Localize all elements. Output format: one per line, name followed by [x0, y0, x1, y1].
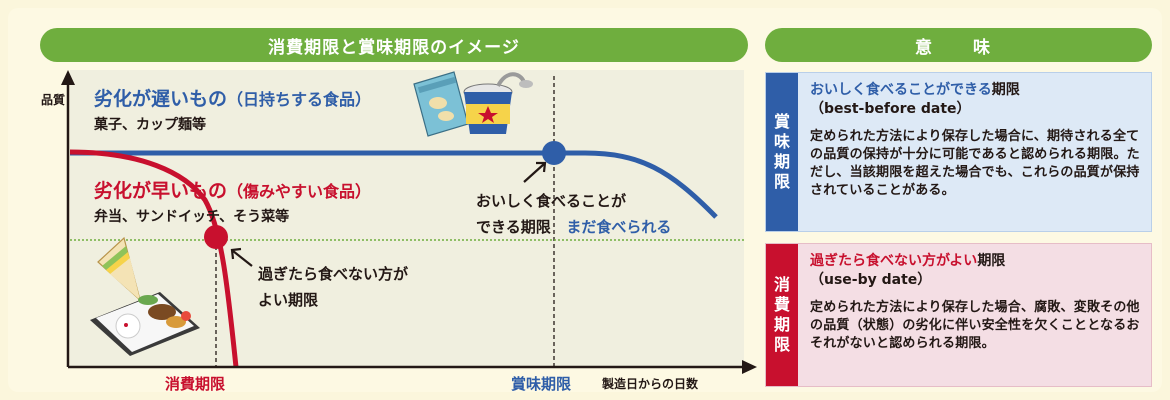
best-before-tag-char: 味 [773, 132, 790, 151]
best-before-tag: 賞 味 期 限 [766, 73, 798, 231]
use-by-heading-colored: 過ぎたら食べない方がよい [810, 253, 978, 269]
y-axis-label: 品質 [41, 93, 66, 107]
left-header: 消費期限と賞味期限のイメージ [40, 28, 748, 62]
use-by-heading: 過ぎたら食べない方がよい期限 （use-by date） [810, 252, 1145, 290]
slow-degradation-title: 劣化が遅いもの（日持ちする食品） [94, 84, 371, 111]
best-before-note: おいしく食べることが できる期限 まだ食べられる [476, 188, 671, 240]
use-by-marker [204, 225, 228, 249]
best-before-note-line1: おいしく食べることが [476, 192, 627, 210]
use-by-tag-char: 費 [773, 295, 790, 314]
use-by-note-line2: よい期限 [258, 291, 319, 309]
use-by-panel: 消 費 期 限 過ぎたら食べない方がよい期限 （use-by date） 定めら… [765, 243, 1152, 387]
best-before-tag-char: 限 [773, 172, 790, 191]
best-before-heading-rest: 期限 [991, 82, 1020, 98]
use-by-tag-char: 消 [773, 275, 790, 294]
snack-bag-icon [413, 71, 469, 137]
x-axis-arrowhead [742, 360, 757, 374]
slow-examples: 菓子、カップ麺等 [94, 117, 206, 133]
use-by-tag-char: 期 [773, 315, 790, 334]
use-by-tag: 消 費 期 限 [766, 244, 798, 386]
best-before-note-line2-row: できる期限 まだ食べられる [476, 214, 671, 240]
use-by-arrow [232, 250, 253, 267]
use-by-tag-char: 限 [773, 335, 790, 354]
fast-title-paren: （傷みやすい食品） [227, 182, 372, 201]
use-by-body: 定められた方法により保存した場合、腐敗、変敗その他の品質（状態）の劣化に伴い安全… [810, 300, 1140, 351]
use-by-heading-rest: 期限 [977, 253, 1006, 269]
best-before-heading-en: （best-before date） [810, 101, 971, 117]
best-before-body: 定められた方法により保存した場合に、期待される全ての品質の保持が十分に可能である… [810, 129, 1140, 198]
use-by-note-line1: 過ぎたら食べない方が [258, 265, 409, 283]
fast-degradation-title: 劣化が早いもの（傷みやすい食品） [94, 176, 371, 203]
x-best-before-label: 賞味期限 [511, 375, 572, 393]
best-before-tag-char: 期 [773, 152, 790, 171]
fast-title-main: 劣化が早いもの [94, 180, 228, 202]
best-before-panel: 賞 味 期 限 おいしく食べることができる期限 （best-before dat… [765, 72, 1152, 232]
best-before-arrow [523, 163, 545, 183]
x-use-by-label: 消費期限 [165, 375, 226, 393]
slow-title-paren: （日持ちする食品） [227, 90, 372, 109]
use-by-note: 過ぎたら食べない方が よい期限 [258, 261, 408, 313]
sandwich-icon [97, 236, 142, 302]
use-by-heading-en: （use-by date） [810, 272, 932, 288]
cup-noodle-icon [463, 72, 533, 134]
slow-degradation-curve [70, 150, 718, 219]
x-axis-label: 製造日からの日数 [602, 377, 699, 391]
best-before-tag-char: 賞 [773, 112, 790, 131]
right-header: 意 味 [765, 28, 1152, 62]
best-before-heading: おいしく食べることができる期限 （best-before date） [810, 81, 1145, 119]
best-before-heading-colored: おいしく食べることができる [810, 82, 992, 98]
fast-degradation-curve [69, 149, 239, 368]
quality-chart [61, 70, 757, 374]
best-before-marker [542, 141, 566, 165]
best-before-note-line2: できる期限 [476, 218, 551, 236]
y-axis-arrowhead [61, 70, 75, 85]
still-edible-label: まだ食べられる [566, 218, 672, 236]
bento-box-icon [90, 292, 200, 356]
slow-title-main: 劣化が遅いもの [94, 88, 228, 110]
fast-examples: 弁当、サンドイッチ、そう菜等 [94, 209, 290, 225]
